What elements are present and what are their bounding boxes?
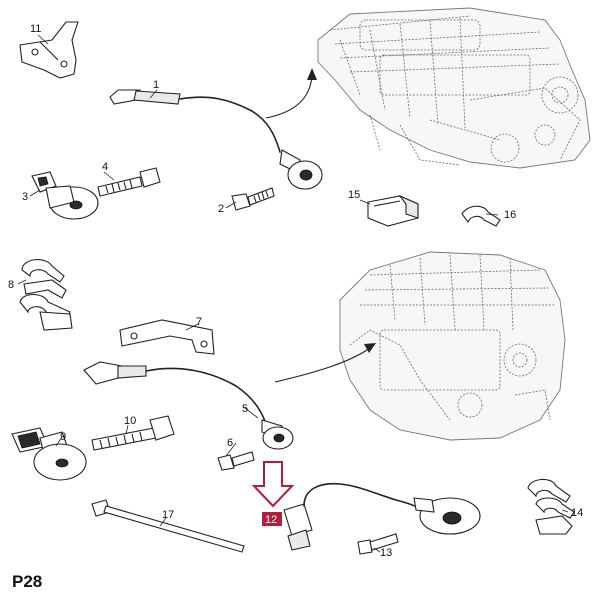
callout-16: 16 xyxy=(504,209,516,221)
part-11-bracket xyxy=(19,21,79,79)
callout-3: 3 xyxy=(22,191,28,203)
part-16-cable-clip xyxy=(461,205,501,227)
engine-illustration-lower xyxy=(339,251,566,441)
part-10-bolt xyxy=(91,415,175,451)
callout-8: 8 xyxy=(8,279,14,291)
callout-14: 14 xyxy=(571,507,583,519)
callout-9: 9 xyxy=(60,431,66,443)
part-6-bolt xyxy=(217,451,255,471)
part-1-knock-sensor-cable xyxy=(109,89,323,190)
callout-1: 1 xyxy=(153,79,159,91)
callout-13: 13 xyxy=(380,547,392,559)
part-14-clips xyxy=(527,478,575,535)
part-2-bolt xyxy=(231,187,275,211)
callout-12: 12 xyxy=(265,514,277,526)
callout-11: 11 xyxy=(30,23,41,35)
part-15-clip-block xyxy=(367,194,419,227)
part-17-cable-tie xyxy=(91,499,245,553)
callout-17: 17 xyxy=(162,509,174,521)
part-4-bolt xyxy=(97,167,161,197)
leader-lines xyxy=(17,34,569,553)
pointer-arrow-lower xyxy=(274,347,371,383)
part-8-clips xyxy=(19,259,73,331)
callout-15: 15 xyxy=(348,189,360,201)
callout-2: 2 xyxy=(218,203,224,215)
callout-10: 10 xyxy=(124,415,136,427)
pointer-arrowhead-lower xyxy=(364,343,376,353)
part-13-bolt xyxy=(357,533,399,555)
callout-4: 4 xyxy=(102,161,108,173)
pointer-arrowhead-upper xyxy=(307,68,317,80)
pointer-arrow-upper xyxy=(265,75,313,119)
part-5-knock-sensor-cable xyxy=(83,361,294,450)
page-code-label: P28 xyxy=(12,572,43,591)
part-9-sensor xyxy=(11,427,87,481)
callout-7: 7 xyxy=(196,316,202,328)
callout-5: 5 xyxy=(242,403,248,415)
engine-illustration-upper xyxy=(317,7,591,169)
part-7-bracket xyxy=(119,319,215,355)
highlight-arrow xyxy=(251,461,295,508)
part-3-sensor xyxy=(31,171,99,220)
part-12-sensor-cable xyxy=(283,482,481,551)
highlight-callout-box xyxy=(262,512,282,526)
callout-6: 6 xyxy=(227,437,233,449)
